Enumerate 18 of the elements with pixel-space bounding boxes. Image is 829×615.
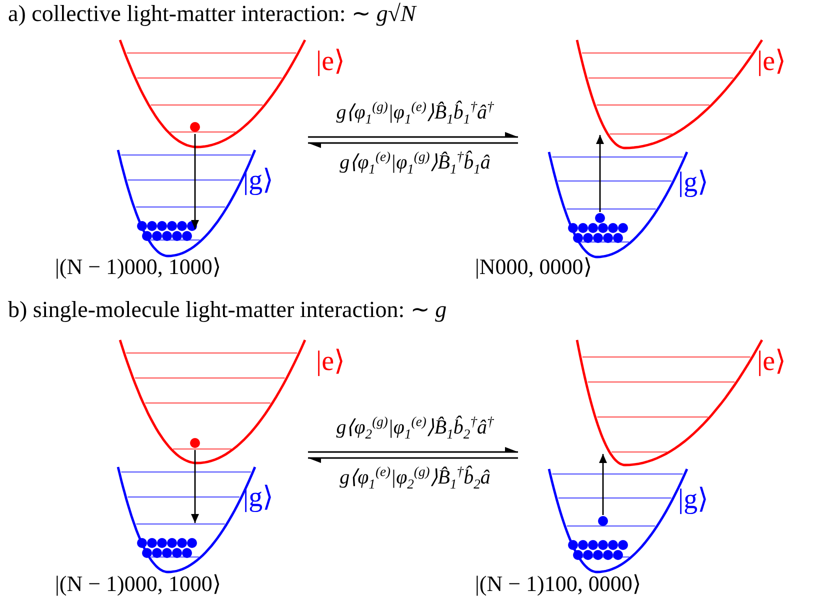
state-label: |N000, 0000⟩	[475, 255, 592, 280]
reaction-arrow	[308, 132, 518, 138]
level-label: |e⟩	[316, 47, 346, 78]
reaction-arrow	[308, 457, 518, 463]
level-label: |g⟩	[678, 485, 709, 516]
level-label: |e⟩	[757, 47, 786, 78]
level-label: |e⟩	[316, 347, 346, 378]
panel-heading: b) single-molecule light-matter interaction: ∼ g	[8, 296, 447, 323]
reaction-arrow	[308, 142, 518, 148]
state-label: |(N − 1)000, 1000⟩	[55, 572, 222, 596]
level-label: |g⟩	[243, 483, 274, 514]
level-label: |g⟩	[243, 166, 274, 197]
reaction-arrow	[308, 447, 518, 453]
level-label: |g⟩	[678, 168, 709, 199]
panel-heading: a) collective light-matter interaction: ∼ g√N	[8, 0, 416, 27]
level-label: |e⟩	[757, 347, 786, 378]
state-label: |(N − 1)100, 0000⟩	[475, 572, 642, 596]
state-label: |(N − 1)000, 1000⟩	[55, 255, 222, 280]
